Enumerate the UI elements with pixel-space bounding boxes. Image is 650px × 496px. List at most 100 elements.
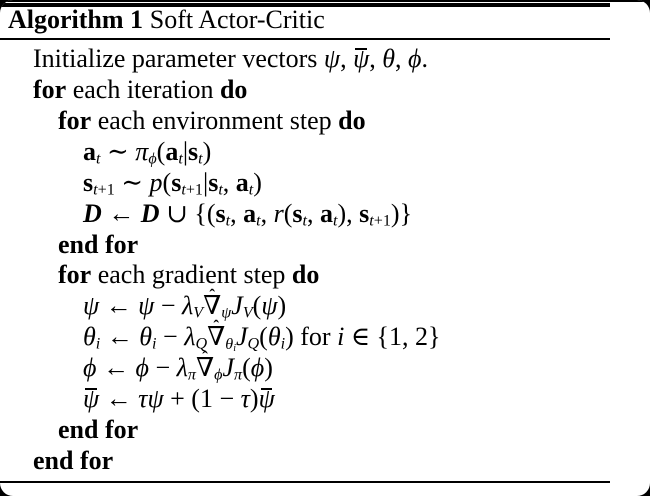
subscript: θi <box>225 335 236 354</box>
math-token: , <box>260 198 274 228</box>
math-token: ) <box>277 291 287 321</box>
math-token: ψ <box>221 304 232 322</box>
math-token: a <box>83 136 96 166</box>
math-token: s <box>83 167 94 197</box>
math-token: t <box>218 181 223 199</box>
math-token: − <box>156 322 185 352</box>
algorithm-line: ψ ← τψ + (1 − τ)ψ <box>0 384 610 415</box>
hat-accent: ˆ∇ <box>207 317 226 352</box>
algorithm-line: for each iteration do <box>0 75 610 106</box>
subscript: Q <box>248 336 260 353</box>
subscript: t <box>178 150 182 167</box>
math-token: t <box>369 212 374 230</box>
math-token: ϕ <box>214 366 223 384</box>
math-token: ∈ {1, 2} <box>344 322 441 352</box>
math-token: ψ <box>353 44 370 73</box>
math-token: ← <box>101 198 141 228</box>
math-token: π <box>187 366 196 384</box>
math-token: each environment step <box>91 105 339 135</box>
math-token: a <box>320 198 333 228</box>
math-token: π <box>135 136 149 166</box>
math-token: τ <box>240 384 250 414</box>
math-token: Q <box>195 335 208 353</box>
math-token: θ <box>83 322 96 352</box>
math-token: J <box>235 322 248 352</box>
math-token: λ <box>184 322 196 352</box>
math-token: , <box>230 198 244 228</box>
math-token: t <box>181 181 186 199</box>
math-token: +1 <box>97 181 115 199</box>
math-token: π <box>234 366 243 384</box>
math-token: | <box>182 136 189 166</box>
math-token: θ <box>382 44 395 73</box>
math-token: ϕ <box>148 150 157 168</box>
subscript: t <box>303 212 307 229</box>
math-token: ∇ <box>207 322 226 352</box>
math-token: )} <box>390 198 413 228</box>
subscript: t+1 <box>369 212 391 229</box>
math-token: ψ <box>83 291 100 321</box>
bar-accent: ψ <box>353 44 369 75</box>
math-token: t <box>225 212 231 230</box>
window-top-edge <box>0 0 650 2</box>
subscript: π <box>234 367 242 384</box>
subscript: t <box>96 150 100 167</box>
math-token: ψ <box>323 44 341 73</box>
subscript: ϕ <box>148 150 156 167</box>
math-token: , <box>395 44 408 73</box>
math-token: J <box>222 353 234 383</box>
math-token: ψ <box>261 291 278 321</box>
algorithm-line: st+1 ∼ p(st+1|st, at) <box>0 168 610 199</box>
subscript: i <box>152 336 156 353</box>
math-token: i <box>152 335 157 353</box>
math-token: ← <box>99 384 139 414</box>
algorithm-line: D ← D ∪ {(st, at, r(st, at), st+1)} <box>0 199 610 230</box>
math-token: do <box>219 74 248 104</box>
math-token: ψ <box>138 291 155 321</box>
math-token: V <box>242 304 253 322</box>
math-token: , <box>369 44 383 73</box>
math-token: t <box>93 181 98 199</box>
math-token: ( <box>162 167 172 197</box>
math-token: ( <box>156 136 166 166</box>
math-token: ) <box>202 136 212 166</box>
math-token: t <box>248 181 254 199</box>
subscript: Q <box>195 336 207 353</box>
math-token: p <box>149 167 163 197</box>
algorithm-body: Initialize parameter vectors ψ, ψ, θ, ϕ.… <box>0 44 610 477</box>
header-rule <box>0 38 610 40</box>
math-token: i <box>280 335 286 353</box>
math-token: ( <box>283 198 293 228</box>
math-token: t <box>302 212 307 230</box>
math-token: t <box>256 212 261 230</box>
subscript: i <box>96 336 100 353</box>
math-token: a <box>165 136 179 166</box>
math-token: λ <box>181 291 194 321</box>
math-token: each iteration <box>66 74 220 104</box>
math-token: t <box>333 212 338 230</box>
algorithm-title: Soft Actor-Critic <box>149 5 325 34</box>
subscript: t <box>198 150 202 167</box>
math-token: do <box>338 105 366 135</box>
math-token: for <box>33 74 67 104</box>
math-token: s <box>208 167 219 197</box>
math-token: V <box>193 304 204 322</box>
subscript: t <box>249 181 253 198</box>
math-token: a <box>243 198 257 228</box>
math-token: ∼ <box>114 167 150 197</box>
math-token: ← <box>99 291 139 321</box>
math-token: λ <box>176 353 188 383</box>
math-token: s <box>188 136 199 166</box>
math-token: ) <box>249 384 259 414</box>
subscript: π <box>188 367 196 384</box>
subscript: i <box>281 336 285 353</box>
math-token: ϕ <box>83 353 97 383</box>
math-token: | <box>202 167 209 197</box>
subscript: t <box>256 212 260 229</box>
subscript: i <box>233 343 236 354</box>
math-token: ϕ <box>250 353 265 383</box>
math-token: θ <box>225 335 234 353</box>
math-token: . <box>421 44 428 73</box>
math-token: for <box>58 105 92 135</box>
